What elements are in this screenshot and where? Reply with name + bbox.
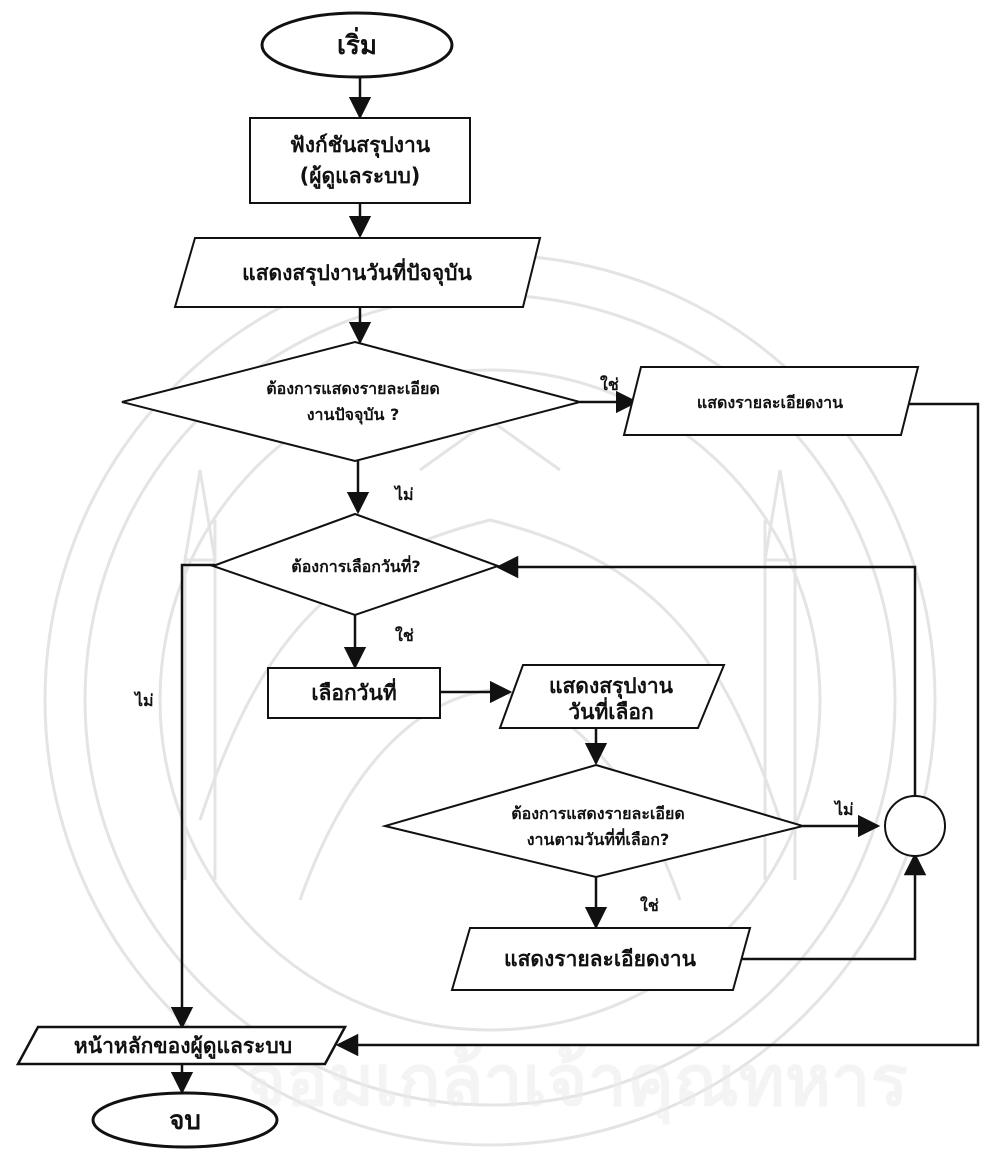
edge-label-yes-date: ใช่ (395, 626, 414, 645)
show-selected-io: แสดงสรุปงาน วันที่เลือก (498, 664, 726, 729)
connector-node (884, 795, 946, 857)
function-label-line2: (ผู้ดูแลระบบ) (300, 164, 421, 190)
admin-home-label: หน้าหลักของผู้ดูแลระบบ (74, 1034, 292, 1060)
edge-detail-bottom-connector (733, 852, 927, 961)
select-date-label: เลือกวันที่ (311, 677, 396, 705)
decision-choose-date: ต้องการเลือกวันที่? (210, 512, 502, 617)
edge-label-no-selected: ไม่ (833, 800, 854, 819)
detail-bottom-io: แสดงรายละเอียดงาน (450, 927, 752, 991)
watermark-seal: จอมเกล้าเจ้าคุณทหาร (43, 253, 937, 1147)
end-terminator: จบ (91, 1091, 279, 1149)
edge-detail-right-home (335, 402, 980, 1057)
detail-right-label: แสดงรายละเอียดงาน (697, 393, 843, 412)
watermark-text: จอมเกล้าเจ้าคุณทหาร (245, 1040, 908, 1125)
edge-label-no-today: ไม่ (393, 485, 414, 504)
detail-bottom-label: แสดงรายละเอียดงาน (504, 947, 697, 971)
decision-today-detail: ต้องการแสดงรายละเอียด งานปัจจุบัน ? (121, 340, 584, 463)
edge-label-no-date: ไม่ (133, 691, 154, 710)
show-selected-line2: วันที่เลือก (568, 696, 653, 724)
show-today-io: แสดงสรุปงานวันที่ปัจจุบัน (173, 237, 542, 308)
decision-selected-line2: งานตามวันที่ที่เลือก? (527, 828, 670, 849)
decision-date-label: ต้องการเลือกวันที่? (291, 555, 420, 576)
show-selected-line1: แสดงสรุปงาน (549, 674, 674, 700)
edge-label-yes-today: ใช่ (600, 375, 619, 394)
admin-home-io: หน้าหลักของผู้ดูแลระบบ (15, 1025, 348, 1066)
edge-no-date (170, 563, 215, 1030)
end-label: จบ (169, 1106, 201, 1136)
edge-connector-loop (495, 555, 917, 797)
function-process: ฟังก์ชันสรุปงาน (ผู้ดูแลระบบ) (249, 117, 471, 204)
decision-today-line1: ต้องการแสดงรายละเอียด (266, 379, 440, 398)
decision-selected-detail: ต้องการแสดงรายละเอียด งานตามวันที่ที่เลื… (381, 763, 807, 879)
decision-today-line2: งานปัจจุบัน ? (307, 405, 400, 425)
function-label-line1: ฟังก์ชันสรุปงาน (290, 133, 431, 159)
start-label: เริ่ม (337, 26, 377, 61)
detail-right-io: แสดงรายละเอียดงาน (622, 366, 920, 436)
show-today-label: แสดงสรุปงานวันที่ปัจจุบัน (242, 257, 472, 287)
select-date-process: เลือกวันที่ (267, 667, 441, 719)
decision-selected-line1: ต้องการแสดงรายละเอียด (511, 804, 685, 823)
edge-label-yes-selected: ใช่ (640, 896, 659, 915)
start-terminator: เริ่ม (260, 11, 454, 79)
